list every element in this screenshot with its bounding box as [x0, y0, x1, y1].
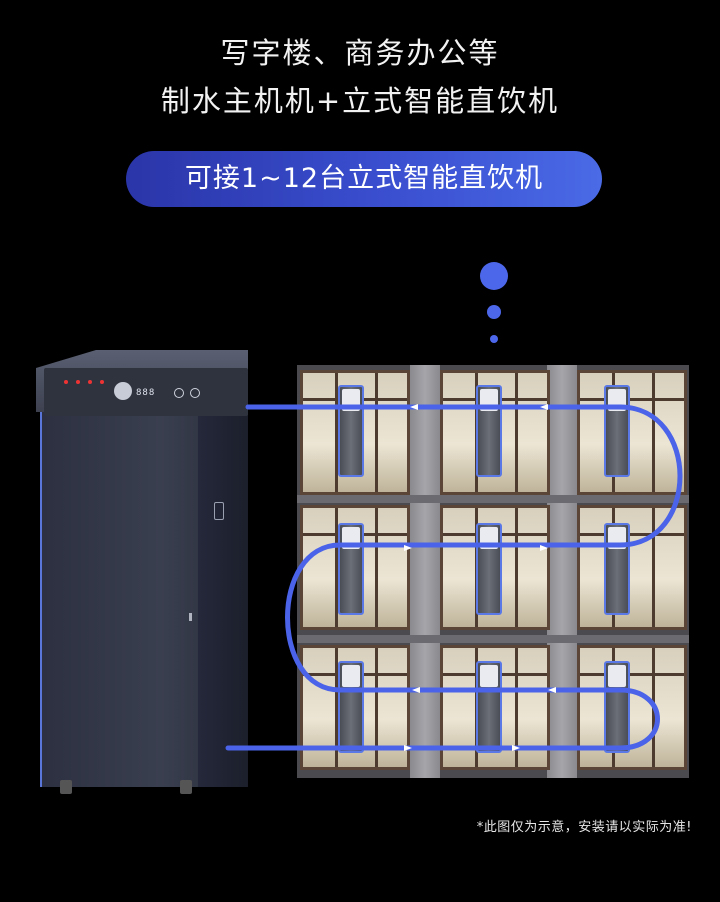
flow-arrow-icon [512, 745, 520, 751]
headline-line-1: 写字楼、商务办公等 [220, 36, 500, 70]
pipe-loop-right-2 [617, 687, 660, 751]
door-lock-icon [189, 613, 192, 621]
brand-logo-icon [114, 382, 132, 400]
machine-foot [60, 780, 72, 794]
decorative-dot-large [480, 262, 508, 290]
indicator-led [88, 380, 92, 384]
office-window [577, 505, 687, 630]
headline-line-2: 制水主机机+立式智能直饮机 [160, 84, 560, 118]
capacity-banner: 可接1~12台立式智能直饮机 [126, 151, 602, 207]
water-dispenser-icon [476, 661, 502, 753]
indicator-led [64, 380, 68, 384]
indicator-led [76, 380, 80, 384]
decorative-dot-small [490, 335, 498, 343]
water-dispenser-icon [604, 523, 630, 615]
office-building-illustration [297, 365, 689, 778]
control-knob-icon [190, 388, 200, 398]
water-host-machine: 888 [36, 350, 248, 795]
flow-arrow-icon [410, 404, 418, 410]
building-pillar [410, 365, 440, 778]
flow-arrow-icon [540, 545, 548, 551]
control-panel: 888 [44, 368, 248, 416]
machine-side [198, 350, 248, 787]
machine-foot [180, 780, 192, 794]
flow-arrow-icon [404, 545, 412, 551]
side-handle-icon [214, 502, 224, 520]
control-knob-icon [174, 388, 184, 398]
pipe-loop-right-1 [617, 404, 683, 548]
building-pillar [547, 365, 577, 778]
indicator-led [100, 380, 104, 384]
flow-arrow-icon [404, 745, 412, 751]
pipe-loop-left [285, 542, 343, 693]
water-dispenser-icon [338, 661, 364, 753]
decorative-dot-medium [487, 305, 501, 319]
water-dispenser-icon [604, 661, 630, 753]
lcd-display: 888 [136, 388, 156, 398]
floor-divider [297, 635, 689, 643]
flow-arrow-icon [540, 404, 548, 410]
floor-divider [297, 495, 689, 503]
flow-arrow-icon [548, 687, 556, 693]
disclaimer-note: *此图仅为示意，安装请以实际为准! [476, 820, 692, 835]
flow-arrow-icon [412, 687, 420, 693]
